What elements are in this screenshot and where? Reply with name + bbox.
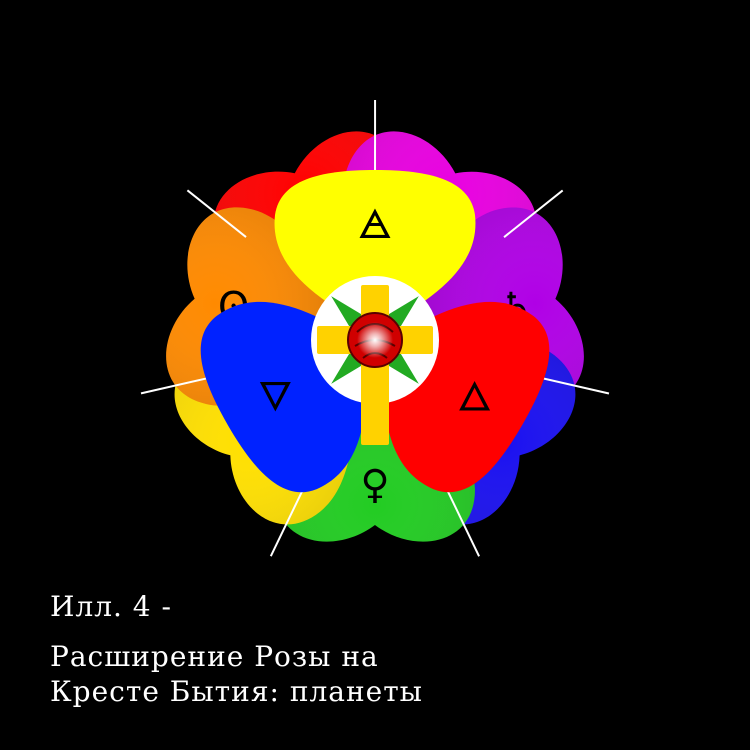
inner-petal-fire: 🜂 [333, 257, 573, 513]
air-symbol-icon: 🜁 [358, 202, 393, 248]
figure-label: Илл. 4 - [50, 590, 172, 623]
fire-symbol-icon: 🜂 [457, 375, 492, 421]
inner-petal-air: 🜁 [274, 170, 476, 330]
petal-separator [445, 488, 480, 557]
inner-petal-ring: 🜁 🜂 🜄 [177, 170, 573, 513]
inner-petal-water: 🜄 [177, 257, 417, 513]
caption-line-2: Кресте Бытия: планеты [50, 675, 423, 708]
water-symbol-icon: 🜄 [258, 375, 293, 421]
petal-separator [186, 189, 247, 238]
petal-separator [140, 375, 215, 395]
center-medallion [311, 276, 439, 445]
petal-separator [535, 375, 610, 395]
venus-symbol-icon: ♀ [360, 462, 389, 508]
rose-flower [347, 312, 403, 368]
petal-venus: ♀ [274, 354, 475, 542]
light-glow [357, 322, 393, 358]
petal-separator [503, 189, 564, 238]
petal-separator [269, 488, 305, 557]
caption-line-1: Расширение Розы на [50, 640, 379, 673]
